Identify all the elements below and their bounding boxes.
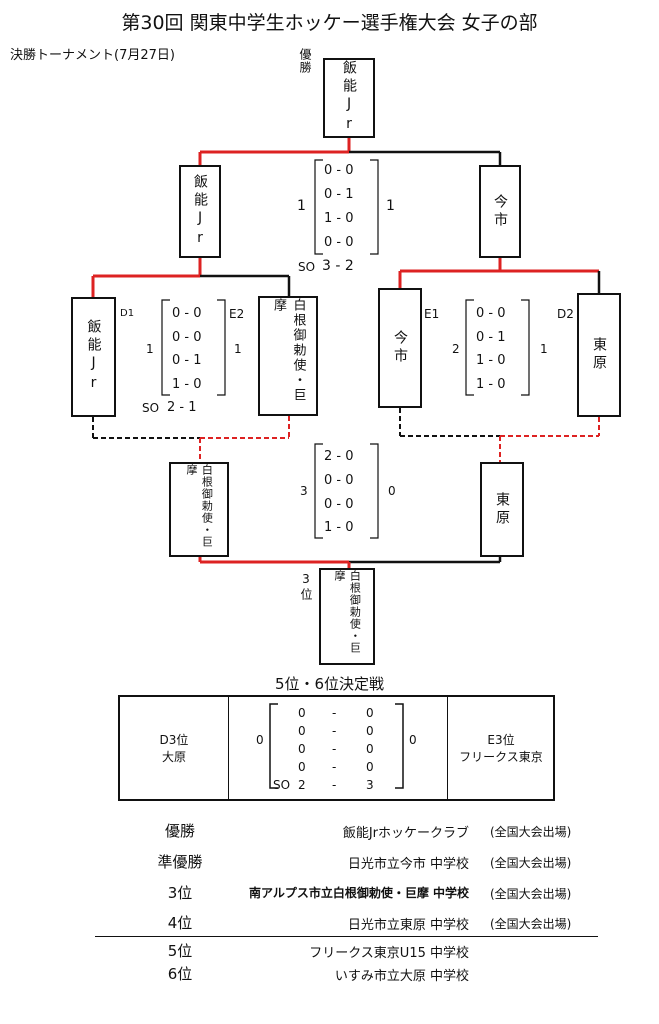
semi2-period-1: 0 - 0 <box>476 306 506 321</box>
champion-label: 優勝 <box>298 48 312 74</box>
semi1-left-total: 1 <box>146 342 154 356</box>
semi2-right-seed: D2 <box>557 307 574 321</box>
final-left-box: 飯能Jr <box>179 165 221 258</box>
final-period-2: 0 - 1 <box>324 187 354 202</box>
third-label: 3位 <box>299 572 313 602</box>
fifth-left-total: 0 <box>256 733 264 747</box>
semi1-period-3: 0 - 1 <box>172 353 202 368</box>
final-period-3: 1 - 0 <box>324 211 354 226</box>
semi2-right-box: 東原 <box>577 293 621 417</box>
semi1-right-total: 1 <box>234 342 242 356</box>
champion-team: 飯能Jr <box>341 60 358 136</box>
final-left-total: 1 <box>297 198 306 214</box>
final-so: 3 - 2 <box>322 258 354 274</box>
final-period-4: 0 - 0 <box>324 235 354 250</box>
semi1-period-4: 1 - 0 <box>172 377 202 392</box>
semi1-right-team: 白根御勅使・巨摩 <box>271 298 306 403</box>
fifth-right-cell: E3位 フリークス東京 <box>447 697 554 799</box>
page-title: 第30回 関東中学生ホッケー選手権大会 女子の部 <box>121 12 538 34</box>
third-right-box: 東原 <box>480 462 524 557</box>
fifth-left-team: 大原 <box>161 750 186 764</box>
bracket-lines <box>91 138 601 568</box>
final-period-1: 0 - 0 <box>324 163 354 178</box>
fifth-heading: 5位・6位決定戦 <box>274 675 385 693</box>
third-period-1: 2 - 0 <box>324 449 354 464</box>
fifth-right-team: フリークス東京 <box>459 750 543 764</box>
third-right-total: 0 <box>388 484 396 498</box>
semi2-left-seed: E1 <box>424 307 440 321</box>
results-divider <box>95 936 598 937</box>
third-winner-box: 白根御勅使・巨摩 <box>319 568 375 665</box>
fifth-right-seed: E3位 <box>487 733 515 747</box>
fifth-left-cell: D3位 大原 <box>120 697 229 799</box>
semi1-right-box: 白根御勅使・巨摩 <box>258 296 318 416</box>
final-right-team: 今市 <box>492 193 509 230</box>
semi1-left-team: 飯能Jr <box>85 319 102 395</box>
semi2-left-box: 今市 <box>378 288 422 408</box>
fifth-right-total: 0 <box>409 733 417 747</box>
third-period-4: 1 - 0 <box>324 520 354 535</box>
third-right-team: 東原 <box>494 491 511 528</box>
final-left-team: 飯能Jr <box>192 173 209 250</box>
third-winner-team: 白根御勅使・巨摩 <box>333 570 362 654</box>
semi2-right-total: 1 <box>540 342 548 356</box>
champion-box: 飯能Jr <box>323 58 375 138</box>
fifth-table: D3位 大原 E3位 フリークス東京 <box>118 695 555 801</box>
third-left-team: 白根御勅使・巨摩 <box>185 464 214 548</box>
semi1-left-box: 飯能Jr <box>71 297 116 417</box>
semi2-left-team: 今市 <box>392 330 409 366</box>
final-so-label: SO <box>298 260 316 274</box>
semi1-so: 2 - 1 <box>167 400 197 415</box>
semi1-so-label: SO <box>142 401 160 415</box>
final-right-total: 1 <box>386 198 395 214</box>
third-left-box: 白根御勅使・巨摩 <box>169 462 229 557</box>
semi2-left-total: 2 <box>452 342 460 356</box>
semi2-period-3: 1 - 0 <box>476 353 506 368</box>
semi1-left-seed: D1 <box>120 308 135 319</box>
third-left-total: 3 <box>300 484 308 498</box>
third-period-2: 0 - 0 <box>324 473 354 488</box>
semi1-period-2: 0 - 0 <box>172 330 202 345</box>
semi1-period-1: 0 - 0 <box>172 306 202 321</box>
semi1-right-seed: E2 <box>229 307 245 321</box>
third-period-3: 0 - 0 <box>324 497 354 512</box>
page-subtitle: 決勝トーナメント(7月27日) <box>10 48 175 63</box>
final-right-box: 今市 <box>479 165 521 258</box>
fifth-left-seed: D3位 <box>159 733 189 747</box>
semi2-period-2: 0 - 1 <box>476 330 506 345</box>
semi2-right-team: 東原 <box>591 337 608 373</box>
fifth-score-brackets <box>269 703 404 789</box>
semi2-period-4: 1 - 0 <box>476 377 506 392</box>
